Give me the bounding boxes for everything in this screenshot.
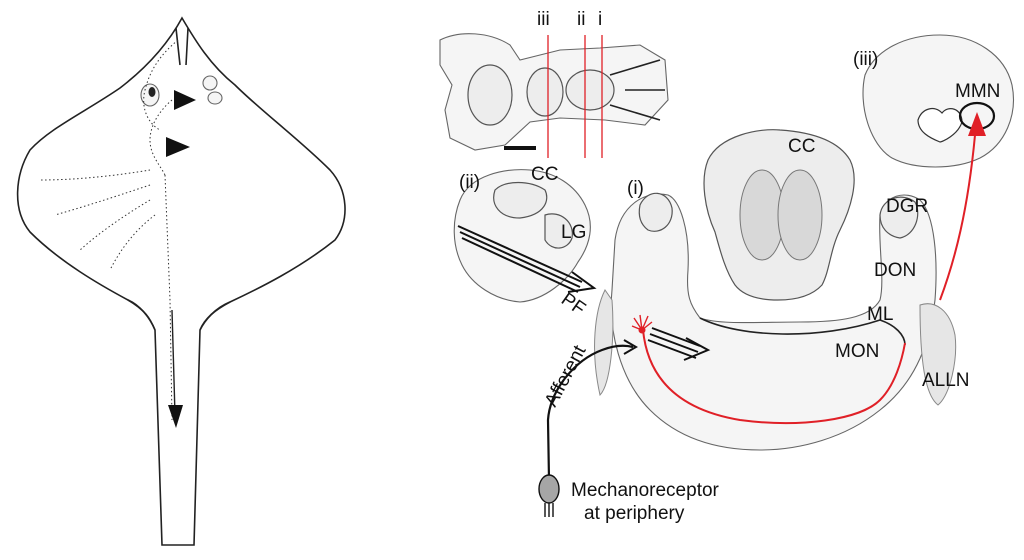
red-pathway [631, 112, 986, 425]
dorsal-brain-view: iii ii i [439, 9, 669, 158]
dorsal-brain-nerves [609, 59, 665, 121]
label-ml: ML [867, 304, 893, 325]
red-arrowhead-mmn [968, 112, 986, 136]
lateral-line-branch-2 [54, 184, 151, 216]
label-cc-main: CC [788, 136, 815, 157]
label-cc-small: CC [531, 164, 558, 185]
arrowhead-upper [174, 90, 196, 110]
afferent-fiber [546, 344, 634, 481]
label-dgr: DGR [886, 196, 928, 217]
lateral-line-branch-1 [39, 169, 151, 181]
receptor-hairs [544, 503, 554, 517]
eye-left [140, 83, 160, 107]
left-dgr-lobe [638, 192, 673, 232]
afferent-arrowhead [623, 339, 638, 355]
left-side-tissue [594, 289, 614, 396]
label-mechanoreceptor-line2: at periphery [584, 503, 685, 524]
pf-arrows [457, 225, 597, 293]
cut-label-i: i [598, 9, 602, 30]
section-ii-lg [544, 213, 573, 249]
arrowhead-middle [166, 137, 190, 157]
dgr-lobe [879, 196, 919, 239]
dorsal-brain-lobe-left [467, 64, 513, 126]
cc-lobe-left [739, 169, 785, 261]
lateral-line-branch-3 [79, 199, 151, 251]
section-ii-cc [493, 181, 548, 219]
section-iii: (iii) MMN [853, 34, 1014, 168]
label-don: DON [874, 260, 916, 281]
lateral-line-anterior [143, 39, 179, 131]
lateral-line-branch-4 [109, 214, 156, 271]
spiracle-right [202, 75, 223, 105]
label-mechanoreceptor-line1: Mechanoreceptor [571, 480, 720, 501]
section-i-outline [610, 193, 937, 451]
pelvic-fin-left [127, 299, 156, 331]
cc-lobe-right [777, 169, 823, 261]
red-projection-mon [642, 329, 906, 425]
red-projection-mmn [939, 134, 976, 301]
red-neuron [631, 314, 653, 334]
label-lg: LG [561, 222, 586, 243]
lateral-line-trunk [164, 174, 173, 421]
alln-tissue [919, 303, 957, 406]
section-i: (i) CC DGR DON ML MON ALLN [594, 129, 970, 451]
panel-label-i: (i) [627, 178, 644, 199]
snout-ridge [175, 27, 189, 66]
panel-label-iii: (iii) [853, 49, 878, 70]
dorsal-brain-lobe-mid [526, 67, 564, 117]
pf-arrows-into-mon [647, 327, 711, 361]
section-ii: (ii) CC LG PF [453, 164, 597, 320]
section-ii-outline [453, 169, 591, 303]
tail-line [171, 309, 176, 416]
pelvic-fin-right [199, 301, 231, 331]
lateral-line-dorsal [149, 99, 173, 176]
mechanoreceptor-icon [538, 474, 560, 504]
label-alln: ALLN [922, 370, 970, 391]
cut-label-ii: ii [577, 9, 585, 30]
label-afferent: Afferent [541, 341, 591, 410]
skate-body-diagram [16, 16, 346, 546]
label-mmn: MMN [955, 81, 1000, 102]
cut-label-iii: iii [537, 9, 550, 30]
arrowhead-tail [168, 405, 183, 428]
label-mon: MON [835, 341, 879, 362]
label-pf: PF [557, 289, 589, 320]
panel-label-ii: (ii) [459, 172, 480, 193]
dorsal-brain-lobe-right [565, 69, 615, 111]
skate-body-outline [16, 16, 346, 546]
ml-boundary [699, 317, 906, 346]
